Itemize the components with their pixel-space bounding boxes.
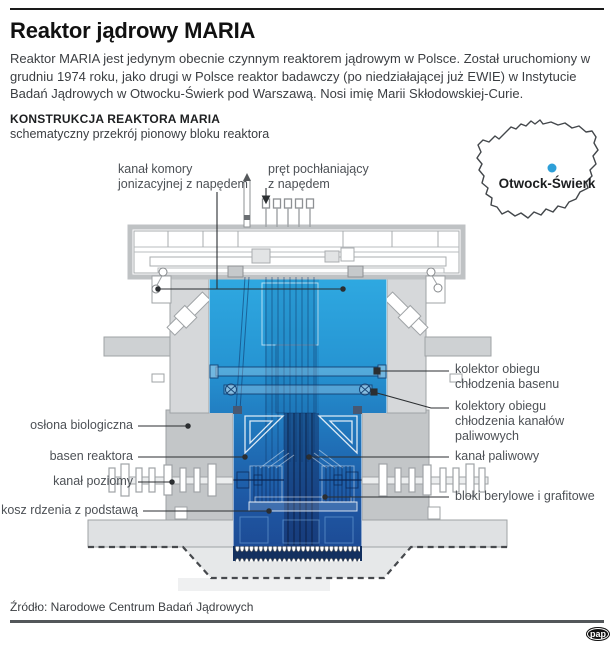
label-line: kanał komory <box>118 162 193 176</box>
page-title: Reaktor jądrowy MARIA <box>10 18 256 43</box>
top-platform <box>127 224 466 280</box>
source-credit: Źródło: Narodowe Centrum Badań Jądrowych <box>10 600 254 614</box>
label-kolektory-kanalow: kolektory obiegu chłodzenia kanałów pali… <box>455 399 564 444</box>
location-dot-icon <box>547 163 557 173</box>
label-bloki-berylowe: bloki berylowe i grafitowe <box>455 489 595 504</box>
top-rule <box>10 8 604 10</box>
label-line: jonizacyjnej z napędem <box>118 177 248 191</box>
poland-map <box>476 119 599 219</box>
label-line: pręt pochłaniający <box>268 162 369 176</box>
label-line: basen reaktora <box>49 449 133 463</box>
label-basen-reaktora: basen reaktora <box>0 449 133 464</box>
label-kolektor-basenu: kolektor obiegu chłodzenia basenu <box>455 362 559 392</box>
label-line: kanał paliwowy <box>455 449 540 463</box>
horizontal-channels <box>107 463 489 497</box>
ionization-channel-rod <box>235 173 251 411</box>
label-line: osłona biologiczna <box>30 418 133 432</box>
label-line: kolektory obiegu <box>455 399 547 413</box>
foundation-dashed-outline <box>88 545 507 580</box>
label-kanal-poziomy: kanał poziomy <box>0 474 133 489</box>
label-oslona-biologiczna: osłona biologiczna <box>0 418 133 433</box>
section-heading: KONSTRUKCJA REAKTORA MARIA <box>10 112 221 126</box>
intro-paragraph: Reaktor MARIA jest jedynym obecnie czynn… <box>10 51 591 101</box>
label-pret-pochlaniajacy: pręt pochłaniający z napędem <box>268 162 369 192</box>
label-line: bloki berylowe i grafitowe <box>455 489 595 503</box>
poland-outline <box>476 119 599 219</box>
pap-logo: pap <box>586 627 610 641</box>
biological-shield <box>103 275 492 521</box>
core-support-row <box>233 546 362 562</box>
label-line: z napędem <box>268 177 330 191</box>
label-kosz-rdzenia: kosz rdzenia z podstawą <box>0 503 138 518</box>
label-line: chłodzenia kanałów <box>455 414 565 428</box>
map-location-label: Otwock-Świerk <box>498 176 596 191</box>
core-internals <box>233 277 362 545</box>
label-kanal-komory: kanał komory jonizacyjnej z napędem <box>118 162 248 192</box>
label-kanal-paliwowy: kanał paliwowy <box>455 449 539 464</box>
label-line: kolektor obiegu <box>455 362 540 376</box>
leader-lines <box>138 188 449 514</box>
label-line: chłodzenia basenu <box>455 377 560 391</box>
bottom-rule <box>10 620 604 623</box>
label-line: kanał poziomy <box>53 474 133 488</box>
absorber-rods <box>261 198 315 227</box>
label-line: paliwowych <box>455 429 519 443</box>
label-line: kosz rdzenia z podstawą <box>1 503 138 517</box>
section-subheading: schematyczny przekrój pionowy bloku reak… <box>10 127 270 141</box>
